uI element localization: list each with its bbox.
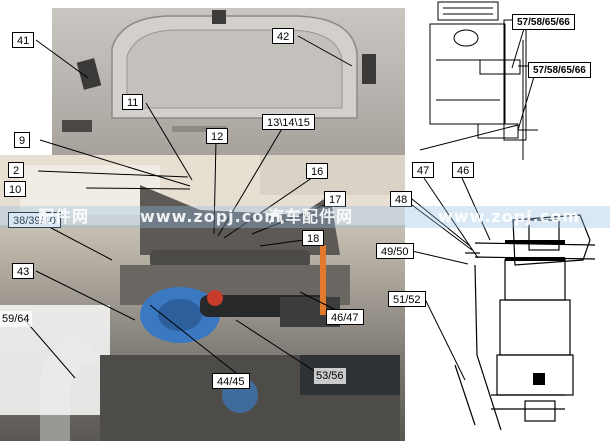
watermark-text-3: 汽车配件网	[268, 207, 354, 226]
callout-44-45: 44/45	[212, 373, 250, 389]
callout-16: 16	[306, 163, 329, 179]
cab-interior-shapes	[62, 10, 376, 132]
callout-43: 43	[12, 263, 35, 279]
callout-57-58-65-66-upper: 57/58/65/66	[512, 14, 575, 30]
callout-17: 17	[324, 191, 347, 207]
callout-12: 12	[206, 128, 229, 144]
callout-2: 2	[8, 162, 25, 178]
callout-53-56: 53/56	[314, 368, 346, 384]
watermark-band: 配件网 www.zopj.com 汽车配件网 www.zopj.com	[0, 206, 610, 228]
bracket-detail-lines	[419, 1, 538, 160]
callout-46-47-engine: 46/47	[326, 309, 364, 325]
callout-59-64: 59/64	[0, 311, 32, 327]
engine-bay-shapes	[0, 155, 405, 441]
cab-interior-photo	[52, 8, 405, 156]
callout-57-58-65-66-lower: 57/58/65/66	[528, 62, 591, 78]
callout-48: 48	[390, 191, 413, 207]
callout-41: 41	[12, 32, 35, 48]
callout-9: 9	[14, 132, 31, 148]
callout-46: 46	[452, 162, 475, 178]
watermark-text-1: 配件网	[38, 207, 90, 226]
callout-13-14-15: 13\14\15	[262, 114, 315, 130]
mount-section-lines	[454, 214, 596, 431]
callout-49-50: 49/50	[376, 243, 414, 259]
callout-38-39-40: 38/39/40	[8, 212, 61, 228]
callout-42: 42	[272, 28, 295, 44]
callout-51-52: 51/52	[388, 291, 426, 307]
mount-section-drawing	[405, 165, 610, 441]
watermark-text-4: www.zopj.com	[438, 207, 580, 226]
watermark-text-2: www.zopj.com	[140, 207, 282, 226]
callout-10: 10	[4, 181, 27, 197]
callout-18: 18	[302, 230, 325, 246]
callout-47: 47	[412, 162, 435, 178]
callout-11: 11	[122, 94, 144, 110]
